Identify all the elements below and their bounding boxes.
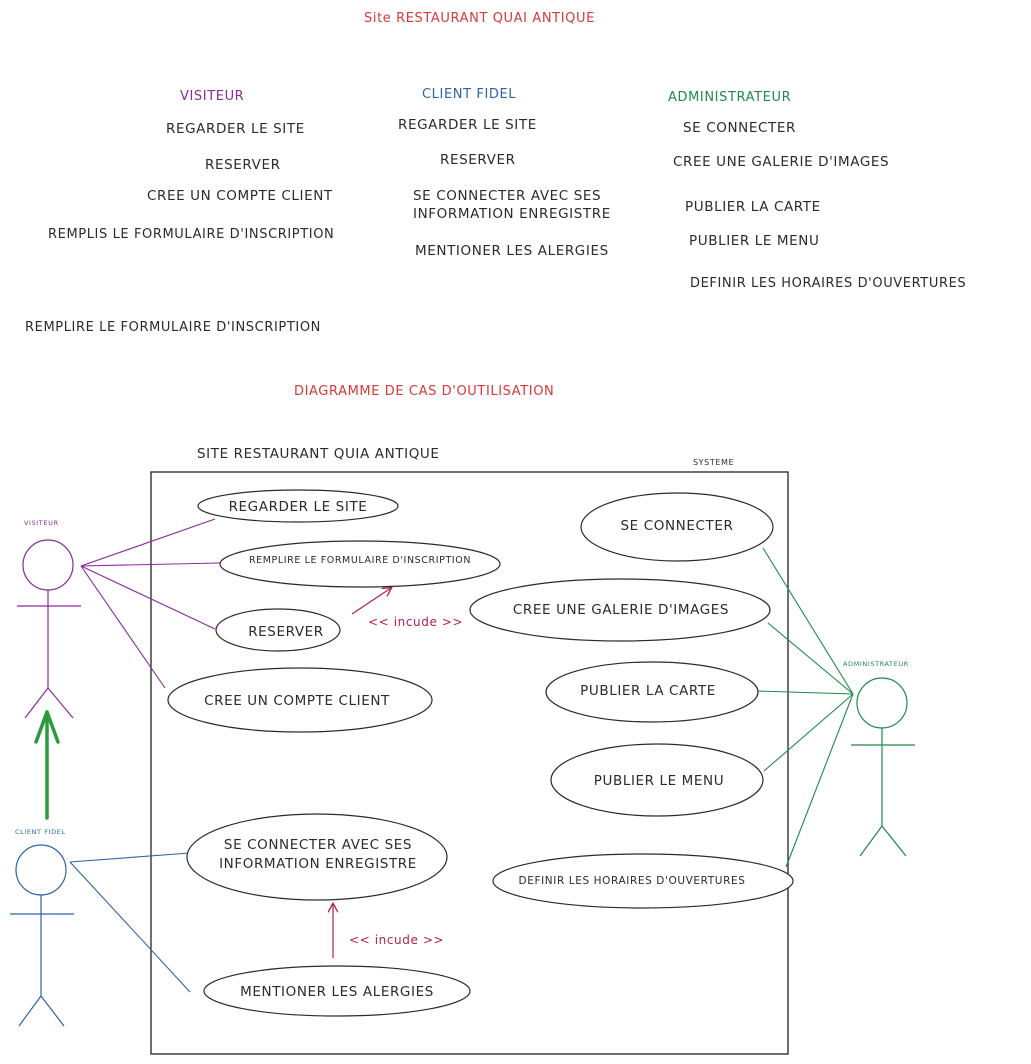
- uc-connecter-client-label-1: SE CONNECTER AVEC SES: [224, 837, 412, 853]
- include-relations: [333, 588, 391, 958]
- assoc-admin-menu: [763, 693, 854, 772]
- uc-horaires-label: DEFINIR LES HORAIRES D'OUVERTURES: [519, 875, 746, 887]
- actor-admin-label: ADMINISTRATEUR: [843, 660, 909, 668]
- client-item-connecter-1: SE CONNECTER AVEC SES: [413, 188, 602, 204]
- assoc-visiteur-reserver: [80, 565, 216, 630]
- client-item-regarder: REGARDER LE SITE: [398, 117, 537, 133]
- visiteur-heading: VISITEUR: [180, 89, 245, 104]
- visiteur-item-regarder: REGARDER LE SITE: [166, 121, 305, 137]
- actor-admin-head: [856, 677, 908, 729]
- uc-reserver: [215, 608, 341, 652]
- uc-formulaire: [219, 540, 501, 588]
- use-cases: [167, 489, 794, 1017]
- assoc-client-alergies: [69, 861, 191, 993]
- admin-item-carte: PUBLIER LA CARTE: [685, 199, 821, 215]
- admin-item-connecter: SE CONNECTER: [683, 120, 796, 136]
- visiteur-item-formulaire: REMPLIS LE FORMULAIRE D'INSCRIPTION: [48, 227, 335, 242]
- inheritance-arrow-head: [34, 710, 60, 744]
- diagram-title: DIAGRAMME DE CAS D'OUTILISATION: [294, 384, 555, 399]
- actor-client-label: CLIENT FIDEL: [15, 828, 66, 836]
- use-case-labels: REGARDER LE SITE REMPLIRE LE FORMULAIRE …: [204, 499, 745, 1000]
- client-item-alergies: MENTIONER LES ALERGIES: [415, 243, 609, 259]
- actor-visiteur-leg-right: [47, 687, 74, 719]
- actor-visiteur-label: VISITEUR: [24, 519, 59, 527]
- actor-admin: [851, 677, 915, 857]
- uc-menu: [550, 743, 764, 817]
- uc-horaires: [492, 853, 794, 909]
- assoc-admin-galerie: [767, 622, 854, 695]
- client-item-reserver: RESERVER: [440, 152, 516, 168]
- client-heading: CLIENT FIDEL: [422, 87, 517, 102]
- actor-admin-leg-left: [859, 825, 883, 857]
- actor-visiteur: [17, 539, 81, 719]
- uc-connecter-admin: [580, 492, 774, 562]
- admin-associations: [757, 547, 854, 868]
- uc-menu-label: PUBLIER LE MENU: [594, 773, 725, 789]
- uc-galerie: [469, 578, 771, 642]
- uc-regarder: [197, 489, 399, 523]
- assoc-admin-horaires: [785, 693, 854, 868]
- actor-client: [10, 844, 74, 1027]
- uc-formulaire-label: REMPLIRE LE FORMULAIRE D'INSCRIPTION: [249, 555, 471, 566]
- visiteur-item-compte: CREE UN COMPTE CLIENT: [147, 188, 333, 204]
- uc-connecter-client-label-2: INFORMATION ENREGISTRE: [219, 856, 417, 872]
- assoc-client-connecter: [69, 852, 191, 863]
- visiteur-item-reserver: RESERVER: [205, 157, 281, 173]
- include-label-2: << incude >>: [349, 933, 444, 947]
- assoc-admin-connecter: [762, 547, 854, 695]
- include-label-1: << incude >>: [368, 615, 463, 629]
- system-boundary: [150, 471, 789, 1055]
- actor-client-leg-right: [40, 995, 65, 1027]
- admin-item-menu: PUBLIER LE MENU: [689, 233, 820, 249]
- include-arrow-1: [351, 588, 391, 615]
- inheritance-arrow: [34, 710, 60, 820]
- uc-reserver-label: RESERVER: [248, 624, 324, 640]
- uc-alergies: [203, 965, 471, 1017]
- uc-galerie-label: CREE UNE GALERIE D'IMAGES: [513, 602, 729, 618]
- assoc-visiteur-compte: [80, 565, 166, 689]
- assoc-admin-carte: [757, 690, 854, 695]
- actor-admin-leg-right: [881, 825, 907, 857]
- actor-visiteur-leg-left: [24, 687, 49, 719]
- uc-compte: [167, 667, 433, 733]
- page-title: Site RESTAURANT QUAI ANTIQUE: [364, 11, 595, 26]
- system-tag: SYSTEME: [693, 458, 734, 467]
- actor-client-head: [15, 844, 67, 896]
- uc-alergies-label: MENTIONER LES ALERGIES: [240, 984, 434, 1000]
- actor-visiteur-head: [22, 539, 74, 591]
- assoc-visiteur-regarder: [80, 518, 216, 567]
- admin-item-horaires: DEFINIR LES HORAIRES D'OUVERTURES: [690, 276, 967, 291]
- client-associations: [69, 852, 191, 993]
- admin-item-galerie: CREE UNE GALERIE D'IMAGES: [673, 154, 890, 170]
- assoc-visiteur-formulaire: [80, 562, 221, 567]
- uc-regarder-label: REGARDER LE SITE: [229, 499, 368, 515]
- system-name: SITE RESTAURANT QUIA ANTIQUE: [197, 446, 440, 462]
- client-item-connecter-2: INFORMATION ENREGISTRE: [413, 206, 611, 222]
- uc-compte-label: CREE UN COMPTE CLIENT: [204, 693, 390, 709]
- uc-carte-label: PUBLIER LA CARTE: [580, 683, 716, 699]
- visiteur-associations: [80, 518, 221, 689]
- uc-connecter-admin-label: SE CONNECTER: [621, 518, 734, 534]
- extra-formulaire-line: REMPLIRE LE FORMULAIRE D'INSCRIPTION: [25, 320, 321, 335]
- admin-heading: ADMINISTRATEUR: [668, 90, 792, 105]
- actor-client-leg-left: [18, 995, 42, 1027]
- uc-connecter-client: [186, 813, 448, 901]
- uc-carte: [545, 661, 759, 723]
